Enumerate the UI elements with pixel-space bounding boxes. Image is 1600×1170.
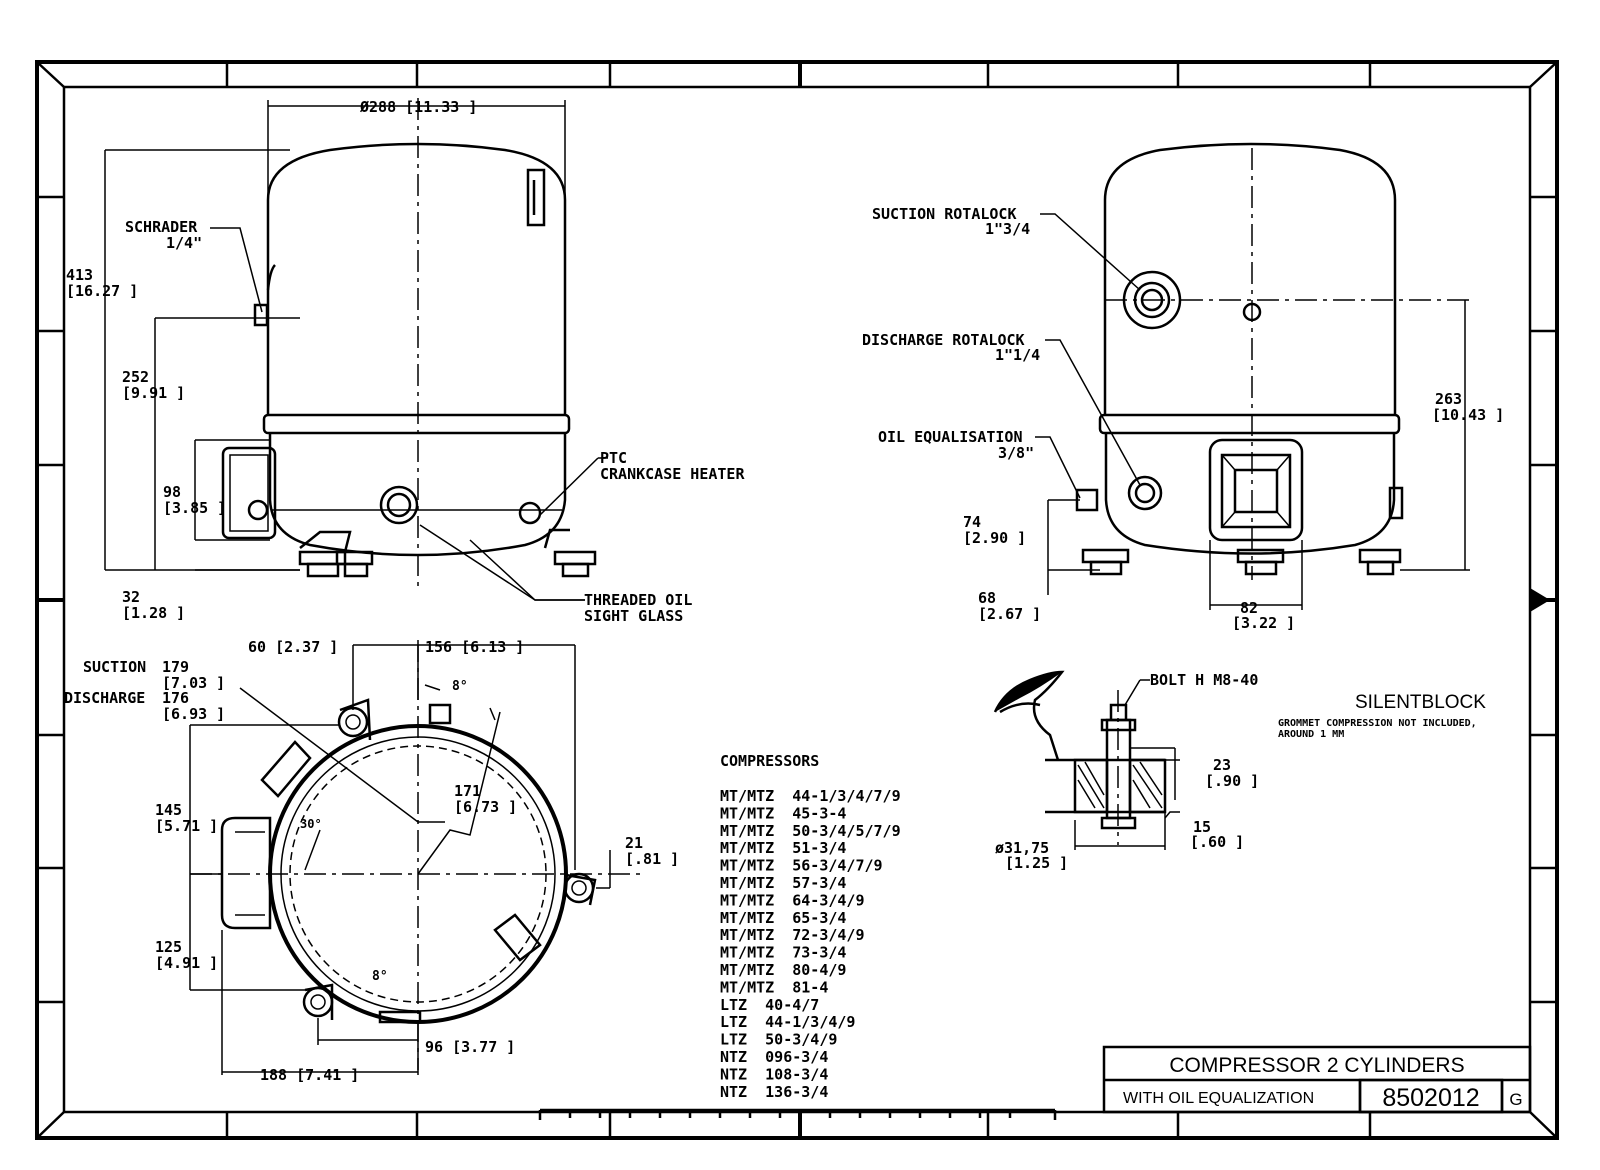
front-elevation-view: Ø288 [11.33 ] 413 [16.27 ] SCHRADER 1/4"… xyxy=(66,98,745,625)
right-height-in: [10.43 ] xyxy=(1432,406,1504,424)
oil-eq-offset-in: [2.67 ] xyxy=(978,605,1041,623)
silentblock-dim-23-mm: 23 xyxy=(1213,756,1231,774)
compressor-model: MT/MTZ 73-3/4 xyxy=(720,944,846,962)
grommet-note-2: AROUND 1 MM xyxy=(1278,729,1344,740)
compressor-model: MT/MTZ 44-1/3/4/7/9 xyxy=(720,787,901,805)
sight-glass-label: SIGHT GLASS xyxy=(584,607,683,625)
diameter-dim: Ø288 [11.33 ] xyxy=(359,98,477,116)
right-height-mm: 263 xyxy=(1435,390,1462,408)
plan-dim-21-in: [.81 ] xyxy=(625,850,679,868)
frame-tick-marks xyxy=(37,62,1557,1138)
top-plan-view: 60 [2.37 ] 156 [6.13 ] SUCTION 179 [7.03… xyxy=(64,638,679,1084)
compressor-model: MT/MTZ 72-3/4/9 xyxy=(720,926,865,944)
centering-arrow-icon xyxy=(1530,588,1550,612)
oil-equalisation-size: 3/8" xyxy=(998,444,1034,462)
height-dim-mm: 413 xyxy=(66,266,93,284)
revision-letter: G xyxy=(1509,1090,1522,1109)
compressor-model: MT/MTZ 56-3/4/7/9 xyxy=(720,857,883,875)
silentblock-dim-15-in: [.60 ] xyxy=(1190,833,1244,851)
discharge-dim-mm: 176 xyxy=(162,689,189,707)
silentblock-diameter-in: [1.25 ] xyxy=(1005,854,1068,872)
heater-height-in: [3.85 ] xyxy=(163,499,226,517)
schrader-size: 1/4" xyxy=(166,234,202,252)
title-block: COMPRESSOR 2 CYLINDERS WITH OIL EQUALIZA… xyxy=(1102,1045,1532,1114)
plan-dim-125-mm: 125 xyxy=(155,938,182,956)
compressor-model: MT/MTZ 50-3/4/5/7/9 xyxy=(720,822,901,840)
oil-equalisation-label: OIL EQUALISATION xyxy=(878,428,1023,446)
compressor-model: MT/MTZ 81-4 xyxy=(720,978,828,996)
oil-eq-offset-mm: 68 xyxy=(978,589,996,607)
compressor-model: NTZ 096-3/4 xyxy=(720,1048,828,1066)
angle-30: 30° xyxy=(300,817,322,831)
threaded-oil-label: THREADED OIL xyxy=(584,591,692,609)
silentblock-dim-15-mm: 15 xyxy=(1193,818,1211,836)
schrader-height-in: [9.91 ] xyxy=(122,384,185,402)
crankcase-heater-label: CRANKCASE HEATER xyxy=(600,465,745,483)
suction-dim-in: [7.03 ] xyxy=(162,674,225,692)
radius-171-mm: 171 xyxy=(454,782,481,800)
scale-bar xyxy=(538,1108,1057,1120)
plan-dim-145-in: [5.71 ] xyxy=(155,817,218,835)
discharge-rotalock-label: DISCHARGE ROTALOCK xyxy=(862,331,1025,349)
discharge-dim-in: [6.93 ] xyxy=(162,705,225,723)
foot-height-in: [1.28 ] xyxy=(122,604,185,622)
compressor-model: LTZ 50-3/4/9 xyxy=(720,1031,837,1049)
compressor-model: MT/MTZ 45-3-4 xyxy=(720,804,846,822)
compressor-model: LTZ 44-1/3/4/9 xyxy=(720,1013,855,1031)
height-dim-in: [16.27 ] xyxy=(66,282,138,300)
heater-height-mm: 98 xyxy=(163,483,181,501)
compressors-list: COMPRESSORS MT/MTZ 44-1/3/4/7/9MT/MTZ 45… xyxy=(720,752,901,1101)
suction-dim-mm: 179 xyxy=(162,658,189,676)
silentblock-title: SILENTBLOCK xyxy=(1355,692,1486,713)
discharge-rotalock-size: 1"1/4 xyxy=(995,346,1040,364)
suction-rotalock-size: 1"3/4 xyxy=(985,220,1030,238)
compressor-model: LTZ 40-4/7 xyxy=(720,996,819,1014)
compressor-model: MT/MTZ 65-3/4 xyxy=(720,909,846,927)
silentblock-dim-23-in: [.90 ] xyxy=(1205,772,1259,790)
compressors-title: COMPRESSORS xyxy=(720,752,819,770)
radius-171-in: [6.73 ] xyxy=(454,798,517,816)
plan-dim-60: 60 [2.37 ] xyxy=(248,638,338,656)
foot-height-mm: 32 xyxy=(122,588,140,606)
compressor-model: MT/MTZ 57-3/4 xyxy=(720,874,846,892)
compressor-model: MT/MTZ 51-3/4 xyxy=(720,839,846,857)
side-elevation-view: SUCTION ROTALOCK 1"3/4 DISCHARGE ROTALOC… xyxy=(862,142,1504,632)
silentblock-diameter-mm: ø31,75 xyxy=(995,839,1049,857)
suction-rotalock-label: SUCTION ROTALOCK xyxy=(872,205,1017,223)
angle-8-top: 8° xyxy=(452,679,468,694)
plan-dim-21-mm: 21 xyxy=(625,834,643,852)
compressor-model: MT/MTZ 64-3/4/9 xyxy=(720,891,865,909)
grommet-note-1: GROMMET COMPRESSION NOT INCLUDED, xyxy=(1278,718,1477,729)
bolt-label: BOLT H M8-40 xyxy=(1150,671,1258,689)
compressor-model-list: MT/MTZ 44-1/3/4/7/9MT/MTZ 45-3-4MT/MTZ 5… xyxy=(720,787,901,1101)
box-width-mm: 82 xyxy=(1240,599,1258,617)
schrader-label: SCHRADER xyxy=(125,218,198,236)
title-block-subtitle: WITH OIL EQUALIZATION xyxy=(1123,1090,1314,1107)
plan-dim-156: 156 [6.13 ] xyxy=(425,638,524,656)
silentblock-detail: BOLT H M8-40 SILENTBLOCK GROMMET COMPRES… xyxy=(993,670,1486,872)
plan-dim-188: 188 [7.41 ] xyxy=(260,1066,359,1084)
plan-dim-145-mm: 145 xyxy=(155,801,182,819)
drawing-frame xyxy=(35,60,1559,1140)
compressor-model: NTZ 136-3/4 xyxy=(720,1083,828,1101)
plan-dim-96: 96 [3.77 ] xyxy=(425,1038,515,1056)
suction-dim-label: SUCTION xyxy=(83,658,146,676)
discharge-dim-label: DISCHARGE xyxy=(64,689,145,707)
oil-eq-height-mm: 74 xyxy=(963,513,981,531)
oil-eq-height-in: [2.90 ] xyxy=(963,529,1026,547)
box-width-in: [3.22 ] xyxy=(1232,614,1295,632)
ptc-label: PTC xyxy=(600,449,627,467)
angle-8-bottom: 8° xyxy=(372,969,388,984)
plan-dim-125-in: [4.91 ] xyxy=(155,954,218,972)
compressor-model: MT/MTZ 80-4/9 xyxy=(720,961,846,979)
schrader-height-mm: 252 xyxy=(122,368,149,386)
compressor-model: NTZ 108-3/4 xyxy=(720,1065,828,1083)
drawing-number: 8502012 xyxy=(1382,1084,1479,1112)
title-block-title: COMPRESSOR 2 CYLINDERS xyxy=(1169,1054,1464,1077)
